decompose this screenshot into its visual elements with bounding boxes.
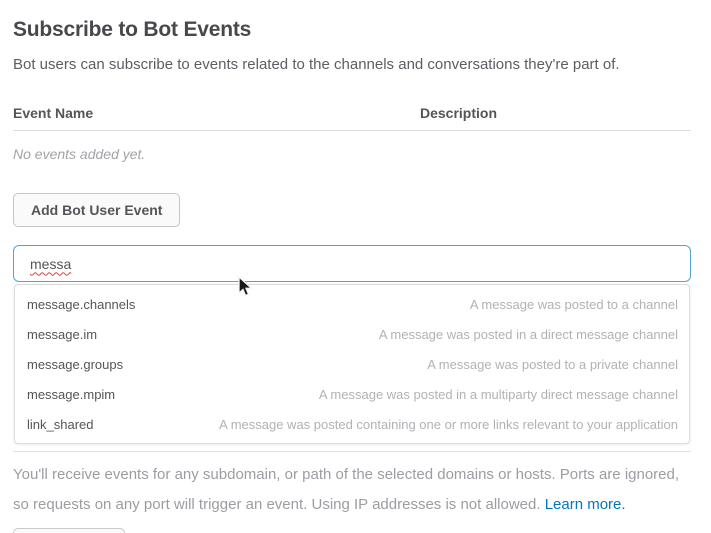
event-search-input[interactable]: messa xyxy=(13,245,691,282)
suggestion-description: A message was posted to a private channe… xyxy=(427,356,678,372)
suggestion-message-groups[interactable]: message.groups A message was posted to a… xyxy=(15,349,689,379)
bot-events-page: Subscribe to Bot Events Bot users can su… xyxy=(0,18,711,533)
page-title: Subscribe to Bot Events xyxy=(13,18,252,41)
suggestion-description: A message was posted in a direct message… xyxy=(378,326,678,342)
footer-note-text: You'll receive events for any subdomain,… xyxy=(13,466,680,513)
empty-events-message: No events added yet. xyxy=(13,146,146,162)
bottom-partial-button[interactable] xyxy=(13,528,125,533)
event-suggestions-dropdown: message.channels A message was posted to… xyxy=(14,284,690,444)
suggestion-message-mpim[interactable]: message.mpim A message was posted in a m… xyxy=(15,379,689,409)
suggestion-description: A message was posted in a multiparty dir… xyxy=(318,386,678,402)
column-header-description: Description xyxy=(420,105,498,121)
event-search-input-value: messa xyxy=(30,255,72,272)
page-subtitle: Bot users can subscribe to events relate… xyxy=(13,56,620,73)
suggestion-link-shared[interactable]: link_shared A message was posted contain… xyxy=(15,409,689,439)
suggestion-name: message.groups xyxy=(27,356,124,372)
learn-more-link[interactable]: Learn more. xyxy=(544,496,626,513)
column-header-event-name: Event Name xyxy=(13,105,94,121)
suggestion-message-channels[interactable]: message.channels A message was posted to… xyxy=(15,289,689,319)
suggestion-description: A message was posted to a channel xyxy=(469,296,678,312)
suggestion-message-im[interactable]: message.im A message was posted in a dir… xyxy=(15,319,689,349)
section-divider xyxy=(13,451,691,452)
suggestion-name: link_shared xyxy=(27,416,94,432)
footer-note: You'll receive events for any subdomain,… xyxy=(13,460,683,520)
suggestion-name: message.mpim xyxy=(27,386,116,402)
suggestion-description: A message was posted containing one or m… xyxy=(219,416,678,432)
events-table-header: Event Name Description xyxy=(13,105,691,131)
suggestion-name: message.im xyxy=(27,326,98,342)
suggestion-name: message.channels xyxy=(27,296,136,312)
add-bot-user-event-button[interactable]: Add Bot User Event xyxy=(13,193,181,227)
